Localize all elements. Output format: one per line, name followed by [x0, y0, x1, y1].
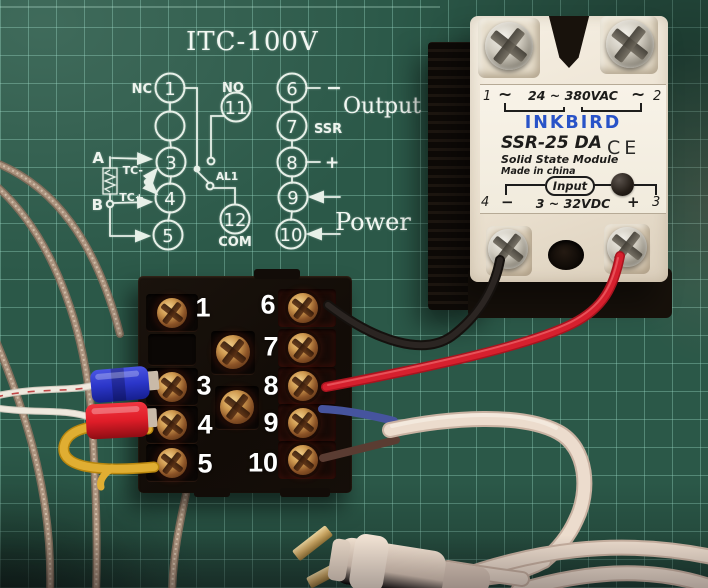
terminal-number: 4: [164, 189, 175, 210]
terminal-number: 11: [225, 98, 248, 119]
tc-minus-label: TC-: [123, 164, 143, 177]
philips-screw: [607, 227, 647, 267]
status-led: [611, 173, 634, 196]
ssr-label-sticker: 1 ~ 24 ~ 380VAC ~ 2 INKBIRD SSR-25 DA CE…: [480, 84, 666, 214]
ce-mark: CE: [607, 137, 641, 159]
philips-screw: [606, 20, 654, 68]
ac-symbol: ~: [498, 85, 513, 105]
output-label: Output: [343, 94, 421, 119]
input-label-box: Input: [545, 176, 595, 196]
terminal-screw-10: [288, 445, 318, 475]
ac-symbol: ~: [631, 85, 646, 105]
terminal-screw-3: [157, 372, 187, 402]
socket-number-3: 3: [196, 370, 212, 401]
socket-number-9: 9: [263, 407, 279, 438]
socket-number-10: 10: [247, 447, 279, 478]
mat-seam-line: [0, 6, 440, 8]
power-label: Power: [335, 208, 411, 236]
terminal-screw-9: [288, 408, 318, 438]
diagram-terminal-11: [220, 91, 252, 123]
ssr-terminal-3-label: 3: [652, 195, 661, 210]
ssr-model-text: SSR-25 DA: [501, 133, 602, 153]
b-contact: [105, 199, 115, 209]
socket-number-8: 8: [263, 370, 279, 401]
terminal-screw-7: [288, 333, 318, 363]
input-line: [593, 184, 611, 186]
terminal-screw-6: [288, 293, 318, 323]
brown-mains-conductor: [319, 436, 400, 462]
socket-tab: [280, 488, 330, 497]
ssr-type-text: Solid State Module: [501, 153, 619, 166]
ssr-mounting-hole: [548, 240, 584, 270]
output-minus-sign: −: [326, 77, 342, 99]
socket-number-7: 7: [263, 331, 279, 362]
blue-mains-conductor: [318, 405, 398, 425]
socket-number-1: 1: [195, 292, 211, 323]
socket-tab: [194, 488, 230, 497]
socket-tab: [254, 269, 300, 279]
a-label: A: [92, 149, 104, 167]
terminal-recess: [148, 334, 196, 366]
twisted-sensor-wire: [0, 381, 95, 422]
socket-number-4: 4: [197, 409, 213, 440]
terminal-number: 10: [280, 225, 303, 246]
al1-label: AL1: [216, 171, 238, 183]
com-label: COM: [218, 235, 252, 250]
thermocouple-junction-dot: [143, 178, 151, 186]
nc-label: NC: [132, 82, 152, 97]
terminal-screw-8: [288, 371, 318, 401]
blue-crimp-connector: [90, 366, 160, 403]
input-line: [505, 184, 545, 186]
socket-number-5: 5: [197, 448, 213, 479]
terminal-number: 6: [286, 79, 297, 100]
terminal-number: 1: [164, 79, 175, 100]
diagram-title: ITC-100V: [186, 27, 319, 57]
ssr-input-label: Input: [552, 179, 588, 193]
terminal-number: 7: [286, 117, 297, 138]
terminal-socket: 1 6 7 3 8 4 9 5 10: [138, 269, 352, 497]
ssr-ac-rating: 24 ~ 380VAC: [528, 88, 618, 103]
input-line: [634, 184, 657, 186]
dc-minus-sign: −: [501, 193, 514, 211]
dc-plus-sign: +: [627, 193, 640, 211]
terminal-screw-12: [220, 390, 254, 424]
ssr-dc-rating: 3 ~ 32VDC: [535, 196, 611, 211]
philips-screw: [485, 22, 533, 70]
ssr-terminal-4-label: 4: [481, 195, 490, 210]
input-line: [655, 184, 657, 195]
terminal-number: 9: [287, 188, 298, 209]
black-ssr-wire: [323, 255, 505, 351]
plug-pin: [292, 525, 333, 561]
ssr-brand-text: INKBIRD: [524, 113, 622, 133]
ssr-origin-text: Made in china: [501, 166, 576, 177]
nc-contact-dot: [193, 165, 201, 173]
terminal-number: 3: [165, 153, 176, 174]
terminal-screw-1: [157, 298, 187, 328]
socket-number-6: 6: [260, 289, 276, 320]
terminal-screw-4: [157, 410, 187, 440]
output-plus-sign: +: [325, 153, 339, 173]
terminal-number: 5: [162, 226, 173, 247]
ac-bracket-lines: [504, 103, 642, 112]
diagram-terminal-12: [219, 203, 251, 235]
input-line: [505, 184, 507, 195]
red-ssr-wire: [321, 251, 625, 392]
no-contact: [206, 156, 216, 166]
terminal-screw-5: [157, 448, 187, 478]
wiring-diagram: ITC-100V 1 3 4 5 NC A B TC- TC+ NO 11: [92, 27, 421, 251]
al1-pivot: [205, 181, 215, 191]
terminal-number: 12: [224, 210, 247, 231]
ssr-terminal-1-label: 1: [483, 89, 492, 104]
ssr-terminal-2-label: 2: [653, 89, 662, 104]
terminal-screw-11: [216, 335, 250, 369]
diagram-terminal-9: [277, 181, 309, 213]
b-label: B: [92, 196, 103, 214]
red-crimp-connector: [85, 401, 158, 440]
terminal-number: 8: [286, 153, 297, 174]
ssr-output-label: SSR: [314, 122, 342, 137]
power-plug: [292, 525, 491, 588]
